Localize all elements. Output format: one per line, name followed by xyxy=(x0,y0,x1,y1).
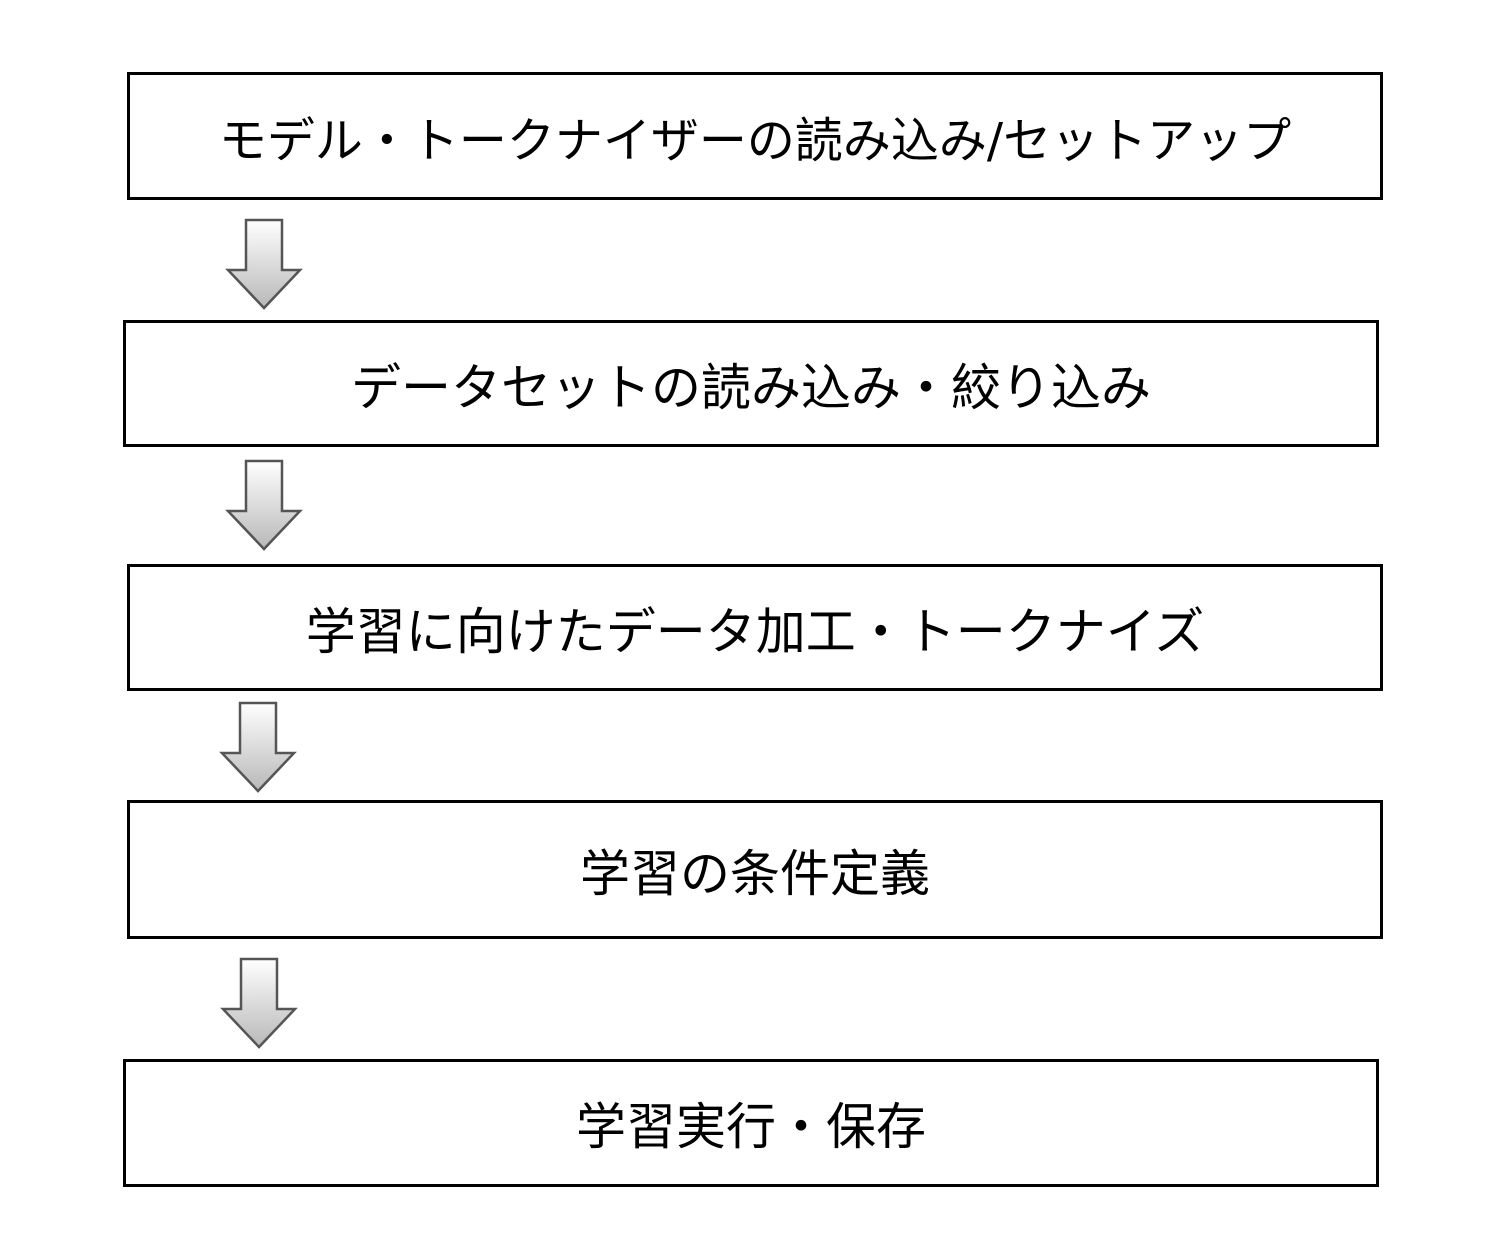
down-arrow-svg xyxy=(220,957,298,1049)
step-label: モデル・トークナイザーの読み込み/セットアップ xyxy=(218,113,1292,169)
down-arrow-icon xyxy=(218,701,298,793)
step-box-data-processing-tokenize: 学習に向けたデータ加工・トークナイズ xyxy=(127,564,1383,691)
step-label: データセットの読み込み・絞り込み xyxy=(351,358,1151,417)
step-label: 学習実行・保存 xyxy=(576,1098,926,1156)
down-arrow-icon xyxy=(224,459,304,551)
step-box-dataset-load-filter: データセットの読み込み・絞り込み xyxy=(123,320,1379,447)
step-label: 学習の条件定義 xyxy=(580,844,930,903)
down-arrow-icon xyxy=(224,218,304,310)
step-label: 学習に向けたデータ加工・トークナイズ xyxy=(305,602,1205,661)
step-box-training-config: 学習の条件定義 xyxy=(127,800,1383,939)
step-box-training-run-save: 学習実行・保存 xyxy=(123,1059,1379,1187)
down-arrow-svg xyxy=(225,459,303,551)
step-box-model-tokenizer-setup: モデル・トークナイザーの読み込み/セットアップ xyxy=(127,72,1383,200)
down-arrow-svg xyxy=(219,701,297,793)
down-arrow-icon xyxy=(219,957,299,1049)
down-arrow-svg xyxy=(225,218,303,310)
